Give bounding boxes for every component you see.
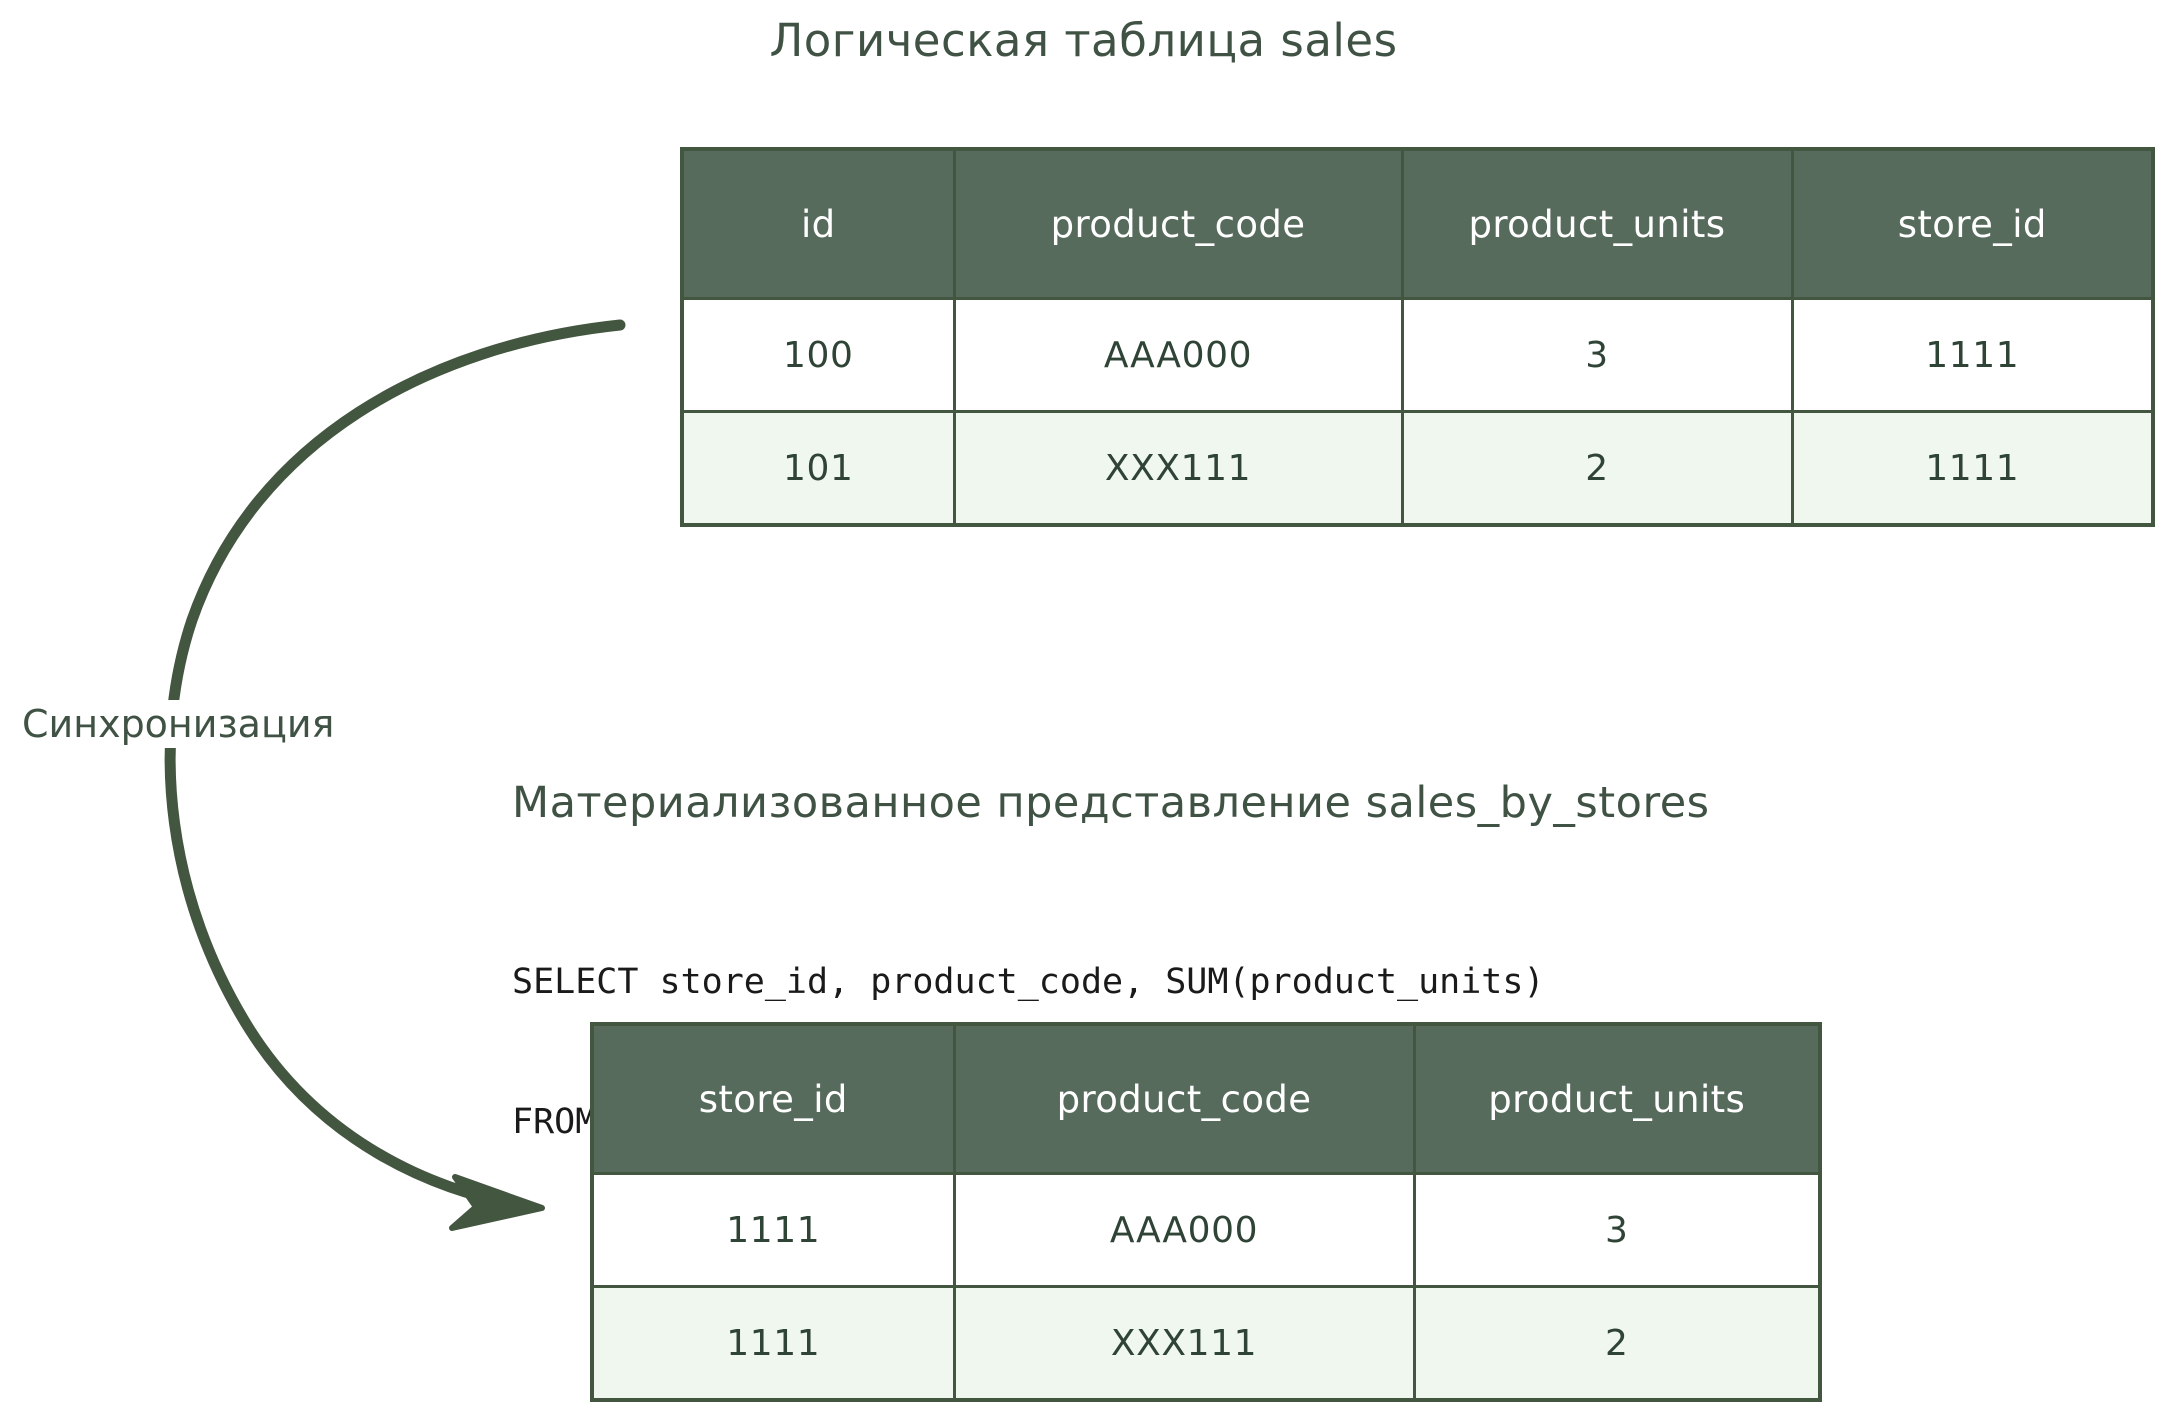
materialized-view-title: Материализованное представление sales_by… xyxy=(512,778,1710,828)
column-header-product-units: product_units xyxy=(1400,147,1794,300)
cell-product-code: AAA000 xyxy=(952,1172,1416,1288)
sql-line-1: SELECT store_id, product_code, SUM(produ… xyxy=(512,962,1545,1003)
logical-table-sales: id product_code product_units store_id 1… xyxy=(680,147,2155,527)
cell-store-id: 1111 xyxy=(1790,297,2155,413)
table-row: 1111 XXX111 2 xyxy=(590,1285,1822,1402)
cell-store-id: 1111 xyxy=(590,1285,956,1402)
materialized-view-table: store_id product_code product_units 1111… xyxy=(590,1022,1822,1402)
cell-product-units: 2 xyxy=(1400,410,1794,527)
table-row: 1111 AAA000 3 xyxy=(590,1172,1822,1288)
column-header-product-units: product_units xyxy=(1412,1022,1822,1175)
cell-store-id: 1111 xyxy=(1790,410,2155,527)
column-header-store-id: store_id xyxy=(1790,147,2155,300)
cell-product-code: AAA000 xyxy=(952,297,1404,413)
column-header-product-code: product_code xyxy=(952,147,1404,300)
table-header-row: id product_code product_units store_id xyxy=(680,147,2155,300)
cell-id: 100 xyxy=(680,297,956,413)
cell-store-id: 1111 xyxy=(590,1172,956,1288)
column-header-product-code: product_code xyxy=(952,1022,1416,1175)
cell-product-code: XXX111 xyxy=(952,410,1404,527)
column-header-store-id: store_id xyxy=(590,1022,956,1175)
table-row: 100 AAA000 3 1111 xyxy=(680,297,2155,413)
column-header-id: id xyxy=(680,147,956,300)
cell-product-units: 2 xyxy=(1412,1285,1822,1402)
table-header-row: store_id product_code product_units xyxy=(590,1022,1822,1175)
cell-id: 101 xyxy=(680,410,956,527)
cell-product-units: 3 xyxy=(1412,1172,1822,1288)
cell-product-code: XXX111 xyxy=(952,1285,1416,1402)
logical-table-title: Логическая таблица sales xyxy=(769,14,1398,67)
synchronization-label: Синхронизация xyxy=(16,700,341,748)
cell-product-units: 3 xyxy=(1400,297,1794,413)
table-row: 101 XXX111 2 1111 xyxy=(680,410,2155,527)
